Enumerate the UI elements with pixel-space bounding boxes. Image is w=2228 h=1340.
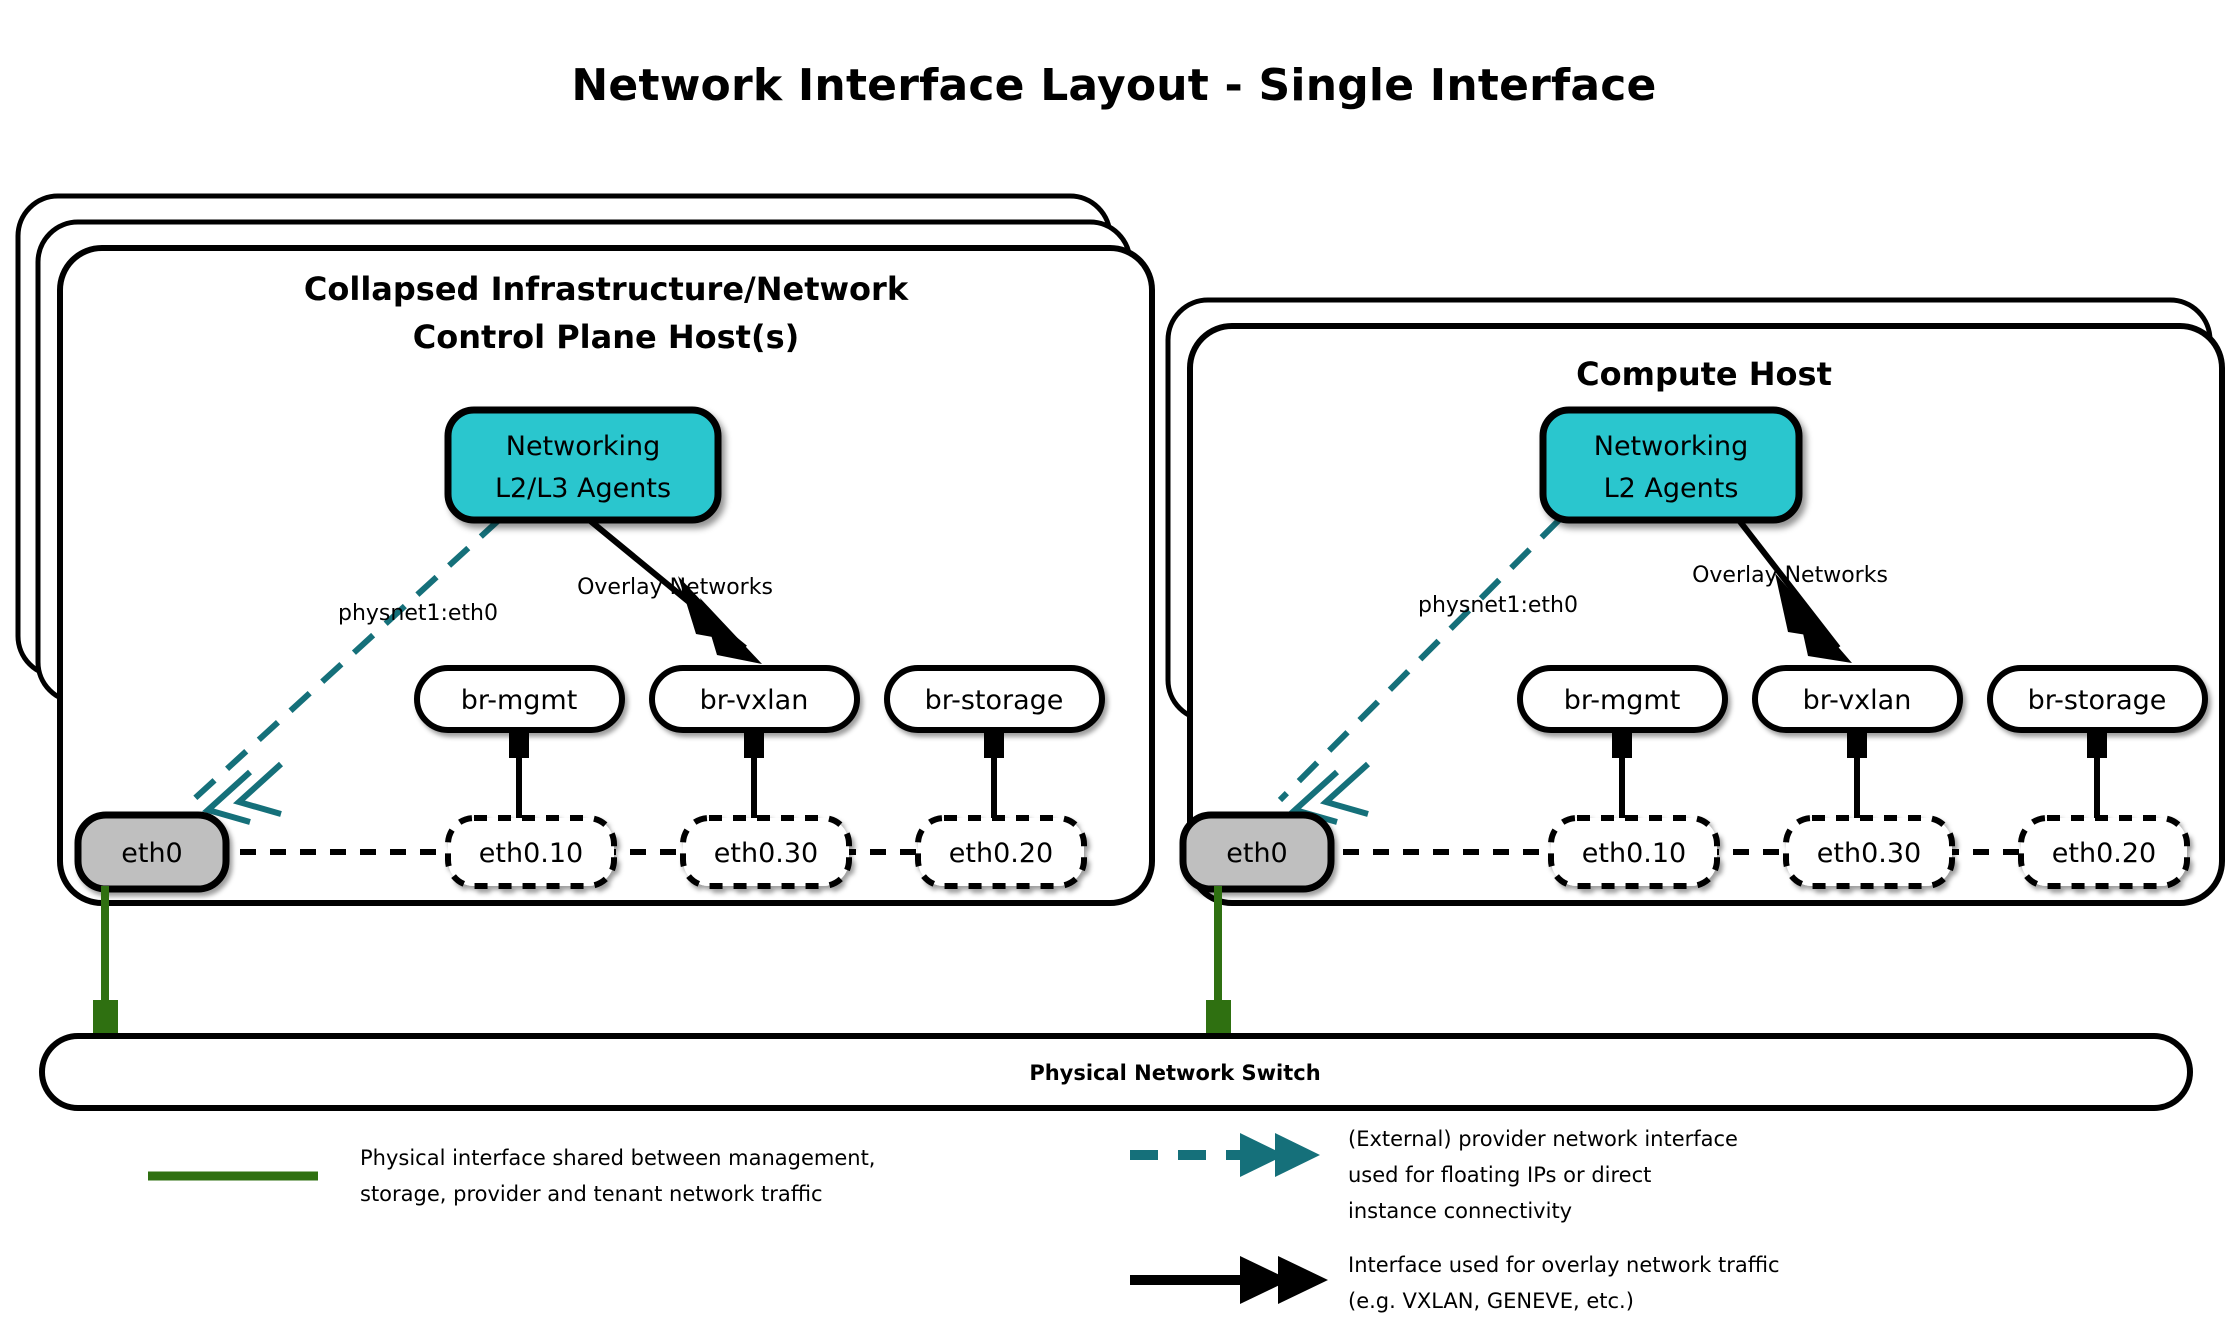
host-title-line1: Collapsed Infrastructure/Network (304, 270, 909, 308)
networking-agents-node[interactable] (1539, 406, 1803, 524)
host-control-plane-host[interactable]: Collapsed Infrastructure/Network Control… (15, 193, 1155, 1046)
provider-network-edge (190, 516, 503, 825)
legend-line: (External) provider network interface (1348, 1127, 1738, 1151)
physical-cable (93, 886, 118, 1046)
physical-cable (1206, 886, 1231, 1046)
bridge-br-storage-label: br-storage (2028, 685, 2167, 716)
vlan-interface-eth0-30[interactable] (1783, 815, 1955, 889)
provider-edge-label: physnet1:eth0 (1418, 593, 1578, 618)
legend-line: instance connectivity (1348, 1199, 1572, 1223)
legend: Physical interface shared between manage… (148, 1127, 1780, 1313)
host-title-line2: Control Plane Host(s) (413, 318, 799, 356)
physical-network-switch-label: Physical Network Switch (1029, 1061, 1320, 1085)
provider-edge-label: physnet1:eth0 (338, 601, 498, 626)
legend-item-overlay-network-interface: Interface used for overlay network traff… (1130, 1253, 1780, 1313)
vlan-interface-eth0-30-label: eth0.30 (714, 838, 818, 869)
page-title: Network Interface Layout - Single Interf… (571, 60, 1656, 111)
physical-nic-eth0[interactable] (74, 811, 230, 893)
vlan-interface-eth0-20-label: eth0.20 (2052, 838, 2156, 869)
legend-line: (e.g. VXLAN, GENEVE, etc.) (1348, 1289, 1634, 1313)
bridge-br-mgmt-label: br-mgmt (461, 685, 578, 716)
networking-agents-line1: Networking (506, 431, 661, 462)
provider-network-edge (1277, 516, 1563, 825)
host-card (57, 245, 1155, 906)
physical-nic-eth0[interactable] (1179, 811, 1335, 893)
bridge-br-storage-label: br-storage (925, 685, 1064, 716)
bridge-br-mgmt-label: br-mgmt (1564, 685, 1681, 716)
bridge-port-connectors (1612, 730, 2107, 820)
legend-line: Interface used for overlay network traff… (1348, 1253, 1780, 1277)
bridge-br-vxlan-label: br-vxlan (700, 685, 809, 716)
vlan-interface-eth0-20[interactable] (2018, 815, 2190, 889)
overlay-network-edge (586, 516, 762, 664)
legend-line: Physical interface shared between manage… (360, 1146, 875, 1170)
networking-agents-node[interactable] (444, 406, 722, 524)
vlan-interface-eth0-20-label: eth0.20 (949, 838, 1053, 869)
legend-item-provider-network-interface: (External) provider network interface us… (1130, 1127, 1738, 1223)
physical-network-switch[interactable] (39, 1033, 2193, 1111)
vlan-interface-eth0-30[interactable] (680, 815, 852, 889)
vlan-interface-eth0-30-label: eth0.30 (1817, 838, 1921, 869)
legend-solid-black-double-arrow-icon (1130, 1256, 1328, 1304)
overlay-edge-label: Overlay Networks (577, 575, 773, 600)
networking-agents-line2: L2/L3 Agents (495, 473, 671, 504)
bridge-port-connectors (509, 730, 1004, 820)
legend-line: used for floating IPs or direct (1348, 1163, 1651, 1187)
legend-item-physical-interface: Physical interface shared between manage… (148, 1146, 875, 1206)
host-title-line1: Compute Host (1576, 355, 1832, 393)
physical-nic-eth0-label: eth0 (121, 838, 183, 869)
networking-agents-line2: L2 Agents (1604, 473, 1739, 504)
overlay-edge-label: Overlay Networks (1692, 563, 1888, 588)
overlay-network-edge (1735, 517, 1852, 663)
host-compute-host[interactable]: Compute Host physnet1:eth0 Overlay Netwo… (1165, 297, 2225, 1046)
vlan-interface-eth0-20[interactable] (915, 815, 1087, 889)
legend-dashed-teal-double-arrow-icon (1130, 1133, 1320, 1177)
physical-nic-eth0-label: eth0 (1226, 838, 1288, 869)
vlan-interface-eth0-10-label: eth0.10 (479, 838, 583, 869)
vlan-interface-eth0-10-label: eth0.10 (1582, 838, 1686, 869)
host-card (1187, 323, 2225, 906)
legend-line: storage, provider and tenant network tra… (360, 1182, 823, 1206)
vlan-interface-eth0-10[interactable] (1548, 815, 1720, 889)
vlan-interface-eth0-10[interactable] (445, 815, 617, 889)
bridge-br-vxlan-label: br-vxlan (1803, 685, 1912, 716)
networking-agents-line1: Networking (1594, 431, 1749, 462)
